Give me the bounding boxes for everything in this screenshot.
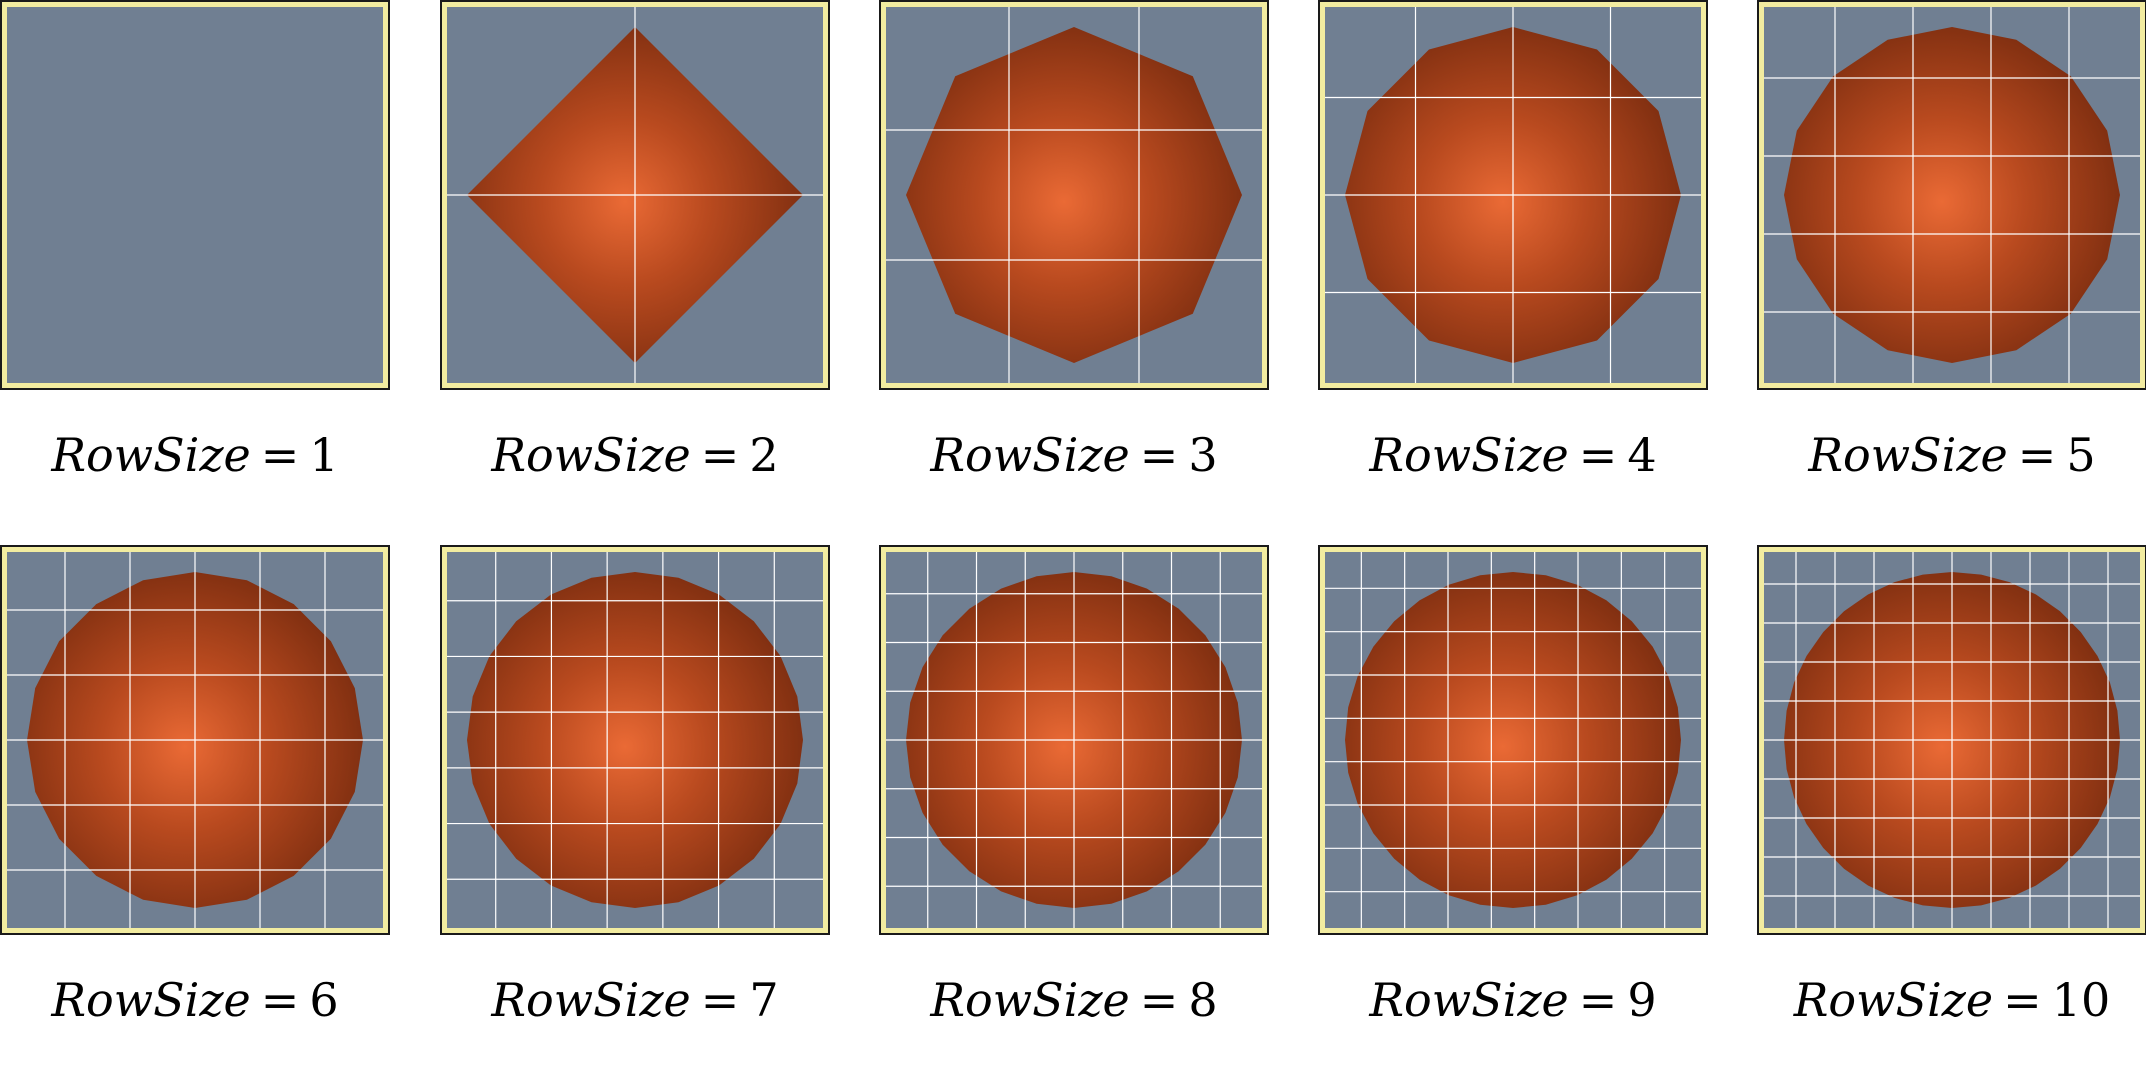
inner-border (1320, 547, 1706, 933)
inner-border (1759, 2, 2145, 388)
panel-caption: RowSize=8 (854, 970, 1294, 1030)
grid-lines (6, 551, 384, 929)
inner-border (442, 2, 828, 388)
caption-value: 1 (309, 428, 339, 482)
panel-caption: RowSize=2 (415, 425, 855, 485)
caption-variable: RowSize (1369, 428, 1569, 482)
caption-variable: RowSize (491, 973, 691, 1027)
outer-border (879, 0, 1269, 390)
panel-svg (440, 545, 830, 935)
caption-variable: RowSize (51, 973, 251, 1027)
caption-equals: = (1139, 428, 1179, 482)
caption-equals: = (2003, 973, 2042, 1027)
inner-border (2, 2, 388, 388)
row-size-panel (879, 0, 1269, 390)
inner-border (881, 2, 1267, 388)
panel-svg (1318, 0, 1708, 390)
grid-lines (885, 551, 1263, 929)
circle-polygon (1784, 27, 2120, 363)
row-size-panel (0, 545, 390, 935)
row-size-panel (0, 0, 390, 390)
row-size-panel (1318, 0, 1708, 390)
panel-svg (1757, 0, 2146, 390)
grid-lines (1763, 6, 2141, 384)
panel-svg (0, 0, 390, 390)
circle-polygon (1345, 572, 1681, 908)
panel-svg (0, 545, 390, 935)
caption-variable: RowSize (930, 973, 1130, 1027)
outer-border (1757, 0, 2146, 390)
caption-equals: = (1139, 973, 1179, 1027)
caption-equals: = (700, 428, 740, 482)
outer-border (440, 545, 830, 935)
panel-caption: RowSize=6 (0, 970, 415, 1030)
caption-value: 7 (749, 973, 779, 1027)
inner-border (1320, 2, 1706, 388)
outer-border (1318, 0, 1708, 390)
caption-variable: RowSize (51, 428, 251, 482)
inner-border (442, 547, 828, 933)
panel-caption: RowSize=7 (415, 970, 855, 1030)
caption-variable: RowSize (930, 428, 1130, 482)
panel-svg (1757, 545, 2146, 935)
outer-border (879, 545, 1269, 935)
row-size-panel (1757, 0, 2146, 390)
inner-border (881, 547, 1267, 933)
grid-lines (1324, 551, 1702, 929)
circle-polygon (906, 27, 1242, 363)
caption-value: 8 (1188, 973, 1218, 1027)
row-size-panel (440, 545, 830, 935)
row-size-panel (1757, 545, 2146, 935)
caption-variable: RowSize (1793, 973, 1994, 1027)
circle-polygon (467, 572, 803, 908)
caption-variable: RowSize (1369, 973, 1569, 1027)
caption-value: 2 (749, 428, 779, 482)
row-size-panel (440, 0, 830, 390)
row-size-panel (879, 545, 1269, 935)
caption-variable: RowSize (491, 428, 691, 482)
panel-svg (879, 0, 1269, 390)
caption-equals: = (260, 973, 300, 1027)
caption-equals: = (2017, 428, 2057, 482)
caption-value: 9 (1627, 973, 1657, 1027)
caption-value: 3 (1188, 428, 1218, 482)
grid-lines (885, 6, 1263, 384)
caption-equals: = (1578, 973, 1618, 1027)
panel-caption: RowSize=5 (1732, 425, 2146, 485)
panel-caption: RowSize=3 (854, 425, 1294, 485)
panel-svg (879, 545, 1269, 935)
caption-equals: = (700, 973, 740, 1027)
outer-border (1757, 545, 2146, 935)
outer-border (0, 545, 390, 935)
panel-caption: RowSize=10 (1732, 970, 2146, 1030)
panel-svg (1318, 545, 1708, 935)
outer-border (440, 0, 830, 390)
inner-border (2, 547, 388, 933)
caption-value: 4 (1627, 428, 1657, 482)
caption-equals: = (1578, 428, 1618, 482)
caption-value: 6 (309, 973, 339, 1027)
grid-lines (446, 6, 824, 384)
outer-border (0, 0, 390, 390)
panel-svg (440, 0, 830, 390)
caption-variable: RowSize (1808, 428, 2008, 482)
panel-caption: RowSize=4 (1293, 425, 1733, 485)
panel-caption: RowSize=9 (1293, 970, 1733, 1030)
panel-caption: RowSize=1 (0, 425, 415, 485)
caption-value: 5 (2066, 428, 2096, 482)
outer-border (1318, 545, 1708, 935)
panel-background (0, 0, 390, 390)
row-size-panel (1318, 545, 1708, 935)
grid-lines (1763, 551, 2141, 929)
caption-value: 10 (2051, 973, 2111, 1027)
grid-lines (1324, 6, 1702, 384)
inner-border (1759, 547, 2145, 933)
caption-equals: = (260, 428, 300, 482)
grid-lines (446, 551, 824, 929)
